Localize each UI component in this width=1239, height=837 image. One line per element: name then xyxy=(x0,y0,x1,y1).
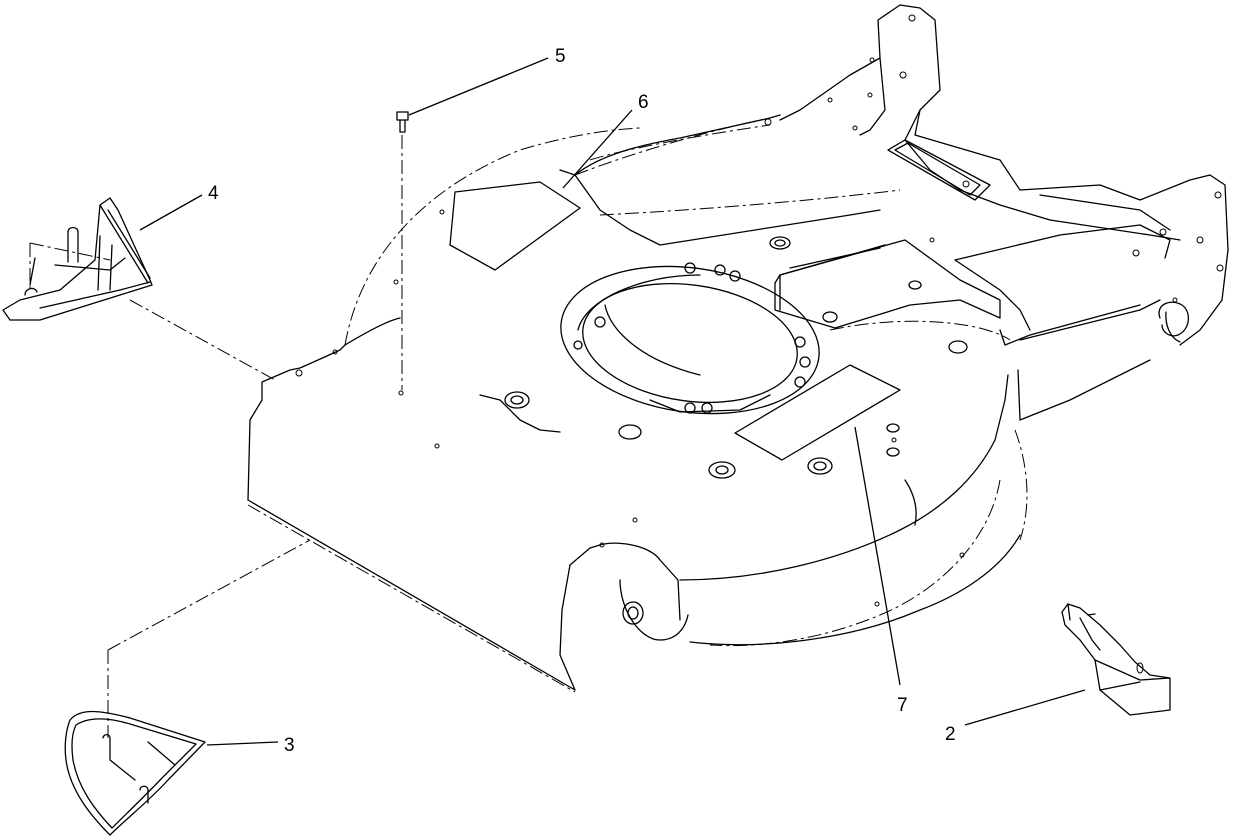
callout-3-label: 3 xyxy=(284,735,295,756)
front-baffle-part xyxy=(2,197,276,381)
callout-7-label: 7 xyxy=(897,695,908,716)
decal-side-part xyxy=(734,364,901,461)
screw-part xyxy=(396,111,409,396)
callout-6-label: 6 xyxy=(638,92,649,113)
callout-4-label: 4 xyxy=(208,183,219,204)
callout-7: 7 xyxy=(854,426,908,716)
decal-top-part xyxy=(449,181,581,271)
rear-baffle-part xyxy=(64,539,311,836)
callout-5: 5 xyxy=(408,46,566,116)
callout-6: 6 xyxy=(562,92,649,189)
callout-5-label: 5 xyxy=(555,46,566,67)
discharge-deflector-part xyxy=(1061,603,1171,716)
callout-3: 3 xyxy=(206,735,295,756)
callout-4: 4 xyxy=(139,183,219,231)
callout-2: 2 xyxy=(945,689,1086,745)
callout-2-label: 2 xyxy=(945,724,956,745)
mower-deck-housing xyxy=(247,4,1229,693)
